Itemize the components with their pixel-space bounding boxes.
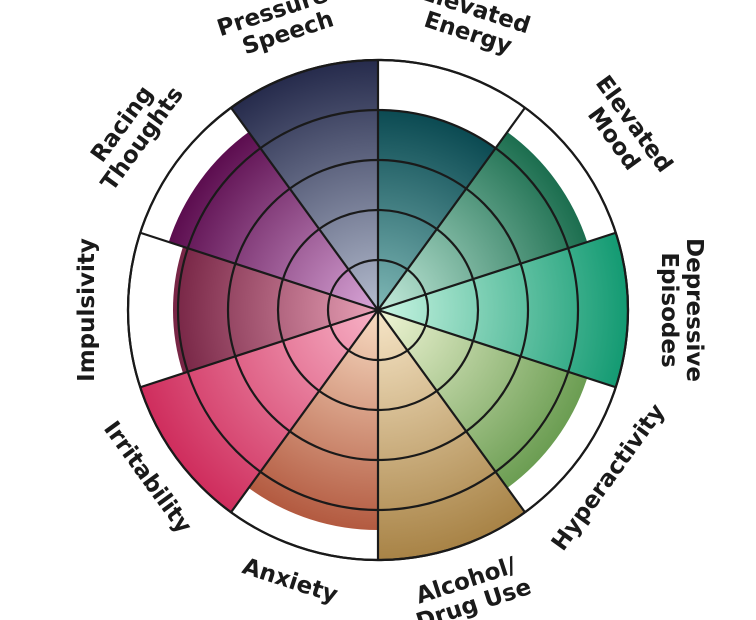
spoke [139,308,379,389]
segments-layer [140,60,628,560]
segment-alcohol-drug-use [378,310,525,560]
spoke [377,107,526,311]
label-depressive-episodes: DepressiveEpisodes [656,238,707,382]
spoke [230,309,379,513]
label-line: Depressive [681,238,707,382]
segment-irritability [140,310,378,513]
label-line: Anxiety [239,553,341,608]
segment-hyperactivity [378,310,588,488]
segment-anxiety [248,310,378,530]
label-anxiety: Anxiety [239,553,341,608]
segment-pressured-speech [231,60,378,310]
label-elevated-energy: ElevatedEnergy [410,0,533,63]
spoke [139,231,379,312]
segment-impulsivity [172,246,378,374]
label-line: Episodes [656,252,682,367]
segment-elevated-energy [378,110,496,310]
spoke [377,308,617,389]
label-impulsivity: Impulsivity [74,238,100,382]
label-line: Impulsivity [74,238,100,382]
label-racing-thoughts: RacingThoughts [76,67,189,195]
label-alcohol-drug-use: Alcohol/Drug Use [405,550,534,620]
segment-elevated-mood [378,132,588,310]
spoke [230,107,379,311]
spoke [377,231,617,312]
spoke [377,309,526,513]
spokes [139,60,617,560]
label-pressured-speech: PressuredSpeech [214,0,354,66]
segment-depressive-episodes [378,232,628,388]
segment-racing-thoughts [168,132,378,310]
label-elevated-mood: ElevatedMood [570,71,678,192]
